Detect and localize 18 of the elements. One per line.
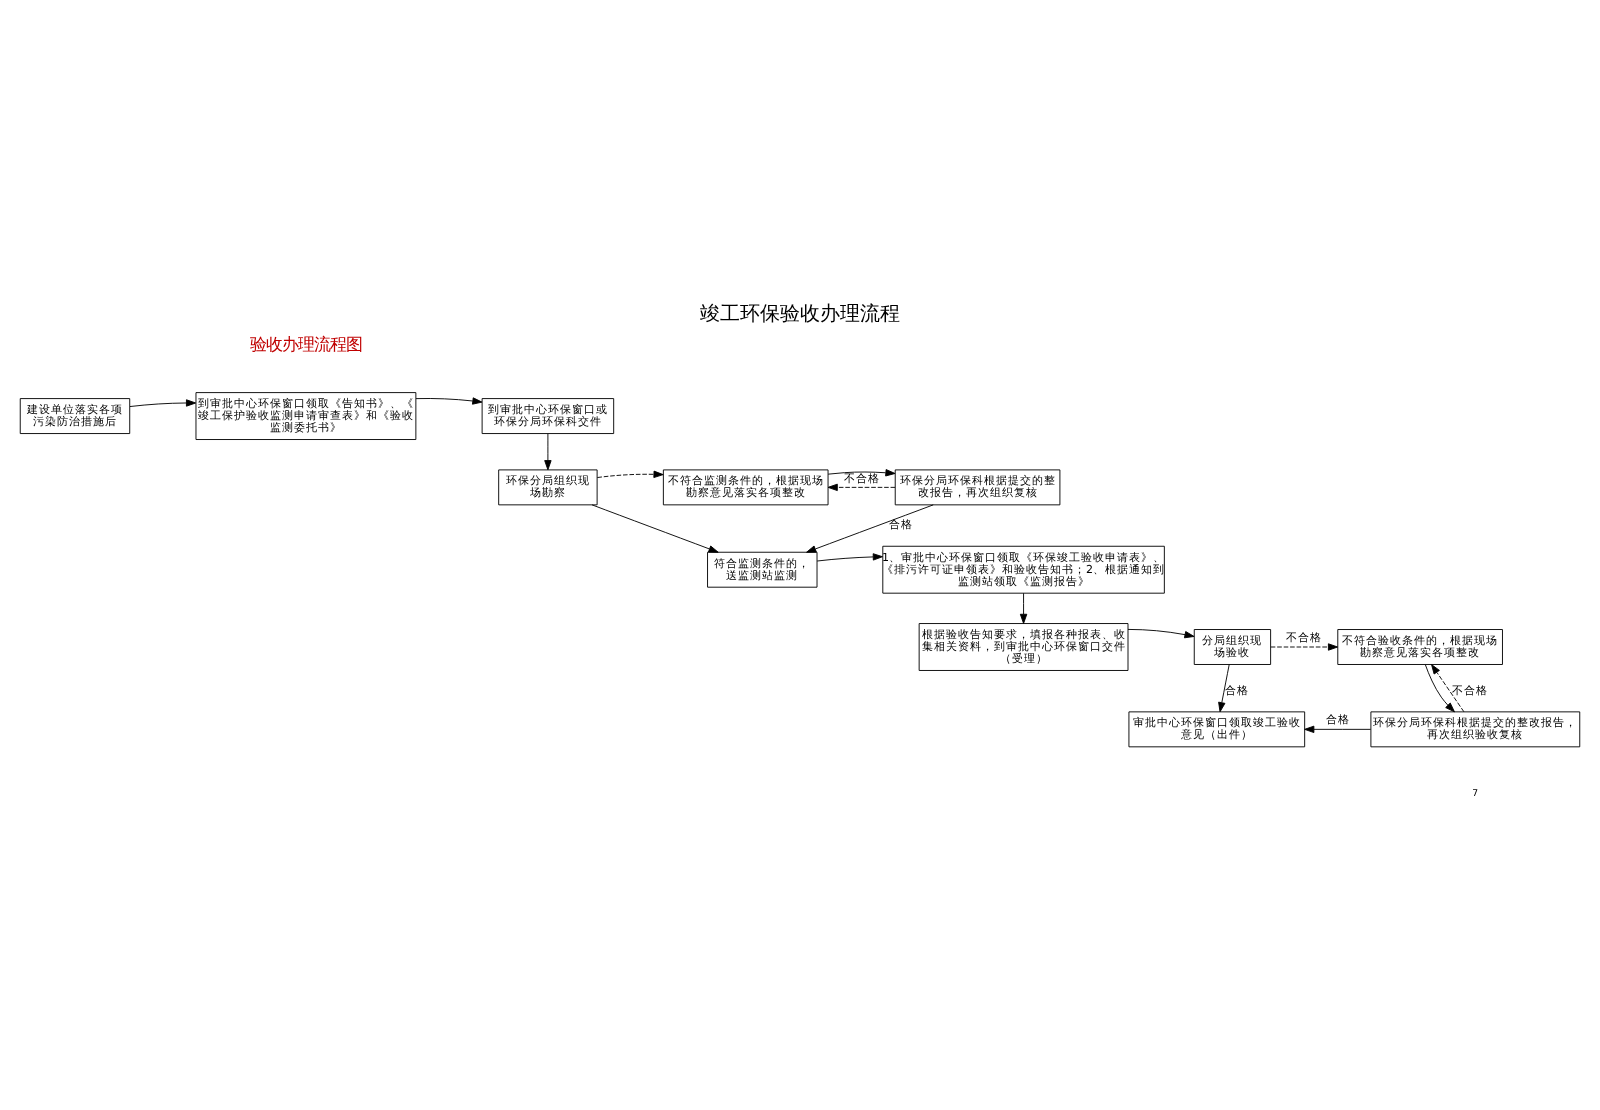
arrow [1304,725,1372,734]
arrow [1019,592,1028,624]
label: 验收办理流程图 [249,333,362,354]
arrow [827,469,896,477]
arrow [129,399,197,407]
arrow [591,504,719,553]
diagram-title: 竣工环保验收办理流程 [700,303,900,326]
arrow [1218,664,1230,713]
arrow [806,504,934,553]
arrow [415,397,483,405]
arrow [1127,628,1195,639]
arrow [816,553,883,562]
arrow [827,483,896,492]
arrow [1424,664,1455,713]
arrow [1431,664,1465,713]
arrow [544,433,552,471]
arrow [1270,643,1339,651]
arrow [596,470,664,478]
